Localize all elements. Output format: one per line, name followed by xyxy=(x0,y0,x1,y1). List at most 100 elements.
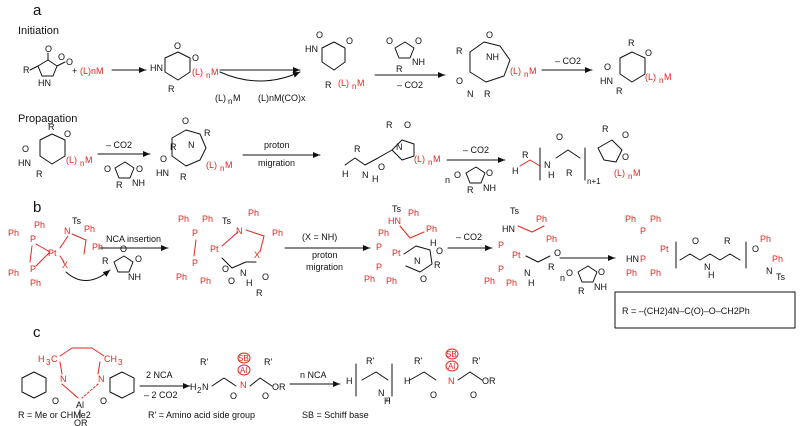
svg-text:HN: HN xyxy=(18,158,31,168)
svg-text:O: O xyxy=(456,76,463,86)
svg-text:H: H xyxy=(708,270,715,280)
svg-text:C: C xyxy=(51,354,58,364)
svg-text:O: O xyxy=(622,152,629,162)
svg-text:2 NCA: 2 NCA xyxy=(146,370,173,380)
svg-text:Ph: Ph xyxy=(626,268,637,278)
svg-text:N: N xyxy=(704,262,711,272)
svg-text:H: H xyxy=(190,382,197,392)
svg-text:HN: HN xyxy=(150,63,163,73)
svg-text:NH: NH xyxy=(132,178,145,188)
svg-text:M: M xyxy=(85,155,93,165)
svg-text:n: n xyxy=(228,97,232,106)
svg-text:O: O xyxy=(486,30,493,40)
svg-text:O: O xyxy=(752,244,759,254)
svg-text:HN: HN xyxy=(600,76,613,86)
svg-text:O: O xyxy=(554,248,561,258)
svg-text:O: O xyxy=(222,264,229,274)
svg-text:O: O xyxy=(598,267,605,277)
svg-text:NH: NH xyxy=(412,57,425,67)
svg-text:N: N xyxy=(448,376,455,386)
svg-text:P: P xyxy=(376,262,382,272)
svg-text:Ph: Ph xyxy=(386,276,397,286)
svg-text:M: M xyxy=(233,93,241,103)
svg-text:R: R xyxy=(396,64,403,74)
svg-text:O: O xyxy=(604,62,611,72)
svg-text:(L): (L) xyxy=(614,168,625,178)
svg-text:R': R' xyxy=(264,357,272,367)
svg-text:Ts: Ts xyxy=(392,204,402,214)
svg-text:Ph: Ph xyxy=(34,220,45,230)
svg-text:P: P xyxy=(30,264,36,274)
svg-text:O: O xyxy=(120,244,127,254)
svg-text:N: N xyxy=(240,380,247,390)
svg-text:OR: OR xyxy=(482,376,496,386)
svg-text:R: R xyxy=(168,84,175,94)
svg-text:(L): (L) xyxy=(206,160,217,170)
svg-text:n: n xyxy=(560,273,565,283)
svg-text:H: H xyxy=(372,174,379,184)
svg-text:– 2 CO2: – 2 CO2 xyxy=(144,390,178,400)
svg-text:Ph: Ph xyxy=(378,228,389,238)
svg-text:H: H xyxy=(384,396,391,406)
svg-text:O: O xyxy=(622,130,629,140)
svg-text:R: R xyxy=(180,172,187,182)
note-r: R = Me or CHMe2 xyxy=(18,410,91,420)
svg-text:N: N xyxy=(467,89,474,99)
note-rprime: R' = Amino acid side group xyxy=(148,410,255,420)
svg-text:N: N xyxy=(544,160,551,170)
svg-text:O: O xyxy=(58,52,65,62)
svg-text:O: O xyxy=(645,48,652,58)
svg-text:H: H xyxy=(512,166,519,176)
svg-text:Ph: Ph xyxy=(178,214,189,224)
svg-text:(X = NH): (X = NH) xyxy=(302,232,337,242)
svg-text:P: P xyxy=(192,228,198,238)
svg-text:HN: HN xyxy=(502,224,515,234)
svg-text:O: O xyxy=(692,236,699,246)
svg-text:O: O xyxy=(378,162,385,172)
svg-text:– CO2: – CO2 xyxy=(106,140,132,150)
svg-text:N: N xyxy=(188,140,195,150)
svg-text:Ph: Ph xyxy=(272,228,283,238)
svg-text:O: O xyxy=(404,120,411,130)
svg-text:– CO2: – CO2 xyxy=(463,145,489,155)
svg-text:R: R xyxy=(386,120,393,130)
svg-text:Ts: Ts xyxy=(72,216,82,226)
svg-text:Ph: Ph xyxy=(364,274,375,284)
panel-c-letter: c xyxy=(33,324,41,341)
svg-text:Ph: Ph xyxy=(650,214,661,224)
svg-text:O: O xyxy=(136,164,143,174)
svg-text:R: R xyxy=(616,86,623,96)
svg-text:P: P xyxy=(498,240,504,250)
svg-text:Ph: Ph xyxy=(650,268,661,278)
svg-text:N: N xyxy=(60,374,67,384)
svg-text:R: R xyxy=(102,256,109,266)
svg-text:(L): (L) xyxy=(215,93,226,103)
svg-text:Ph: Ph xyxy=(546,234,557,244)
svg-text:H: H xyxy=(404,376,411,386)
svg-text:M: M xyxy=(211,67,219,77)
svg-text:M: M xyxy=(225,160,233,170)
panel-a-letter: a xyxy=(33,2,42,19)
svg-text:(L): (L) xyxy=(414,154,425,164)
nca-reagent-p1: O O NH R xyxy=(104,161,145,190)
svg-text:n+1: n+1 xyxy=(587,177,601,186)
svg-text:HN: HN xyxy=(156,168,169,178)
svg-text:n: n xyxy=(445,175,450,185)
svg-text:Pt: Pt xyxy=(210,244,219,254)
svg-text:HN: HN xyxy=(305,44,318,54)
svg-text:O: O xyxy=(22,144,29,154)
svg-text:O: O xyxy=(346,36,353,46)
svg-text:P: P xyxy=(640,254,646,264)
svg-text:Ph: Ph xyxy=(8,228,19,238)
svg-text:R: R xyxy=(434,260,441,270)
svg-text:Ph: Ph xyxy=(772,254,783,264)
svg-text:N: N xyxy=(378,388,385,398)
svg-text:R: R xyxy=(628,38,635,48)
